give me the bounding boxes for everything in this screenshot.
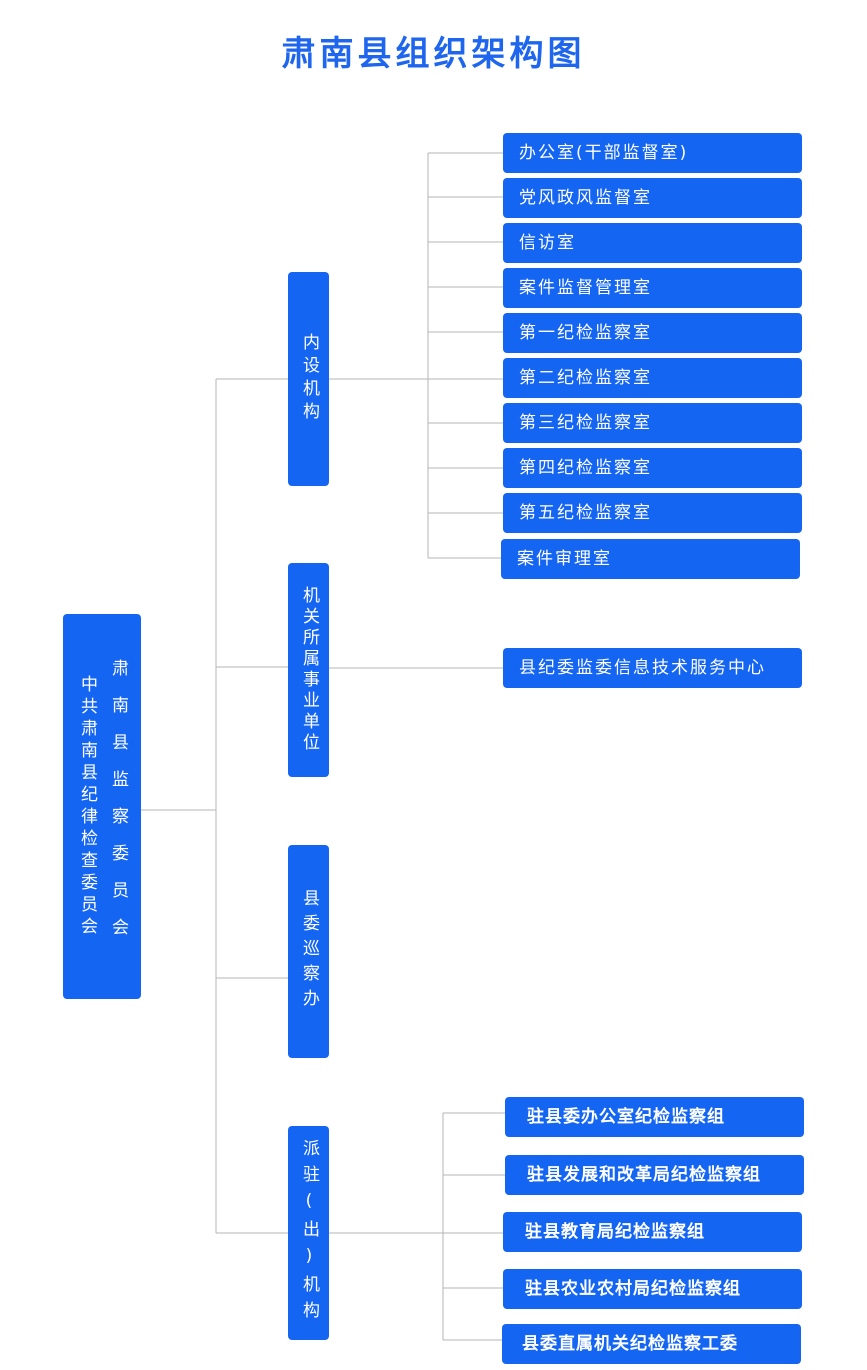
leaf-inspection-office-2: 第二纪检监察室 bbox=[503, 358, 802, 398]
node-inspection-office: 县委巡察办 bbox=[288, 845, 329, 1058]
leaf-petition-office: 信访室 bbox=[503, 223, 802, 263]
leaf-group-development-reform: 驻县发展和改革局纪检监察组 bbox=[505, 1155, 804, 1195]
leaf-group-agriculture: 驻县农业农村局纪检监察组 bbox=[503, 1269, 802, 1309]
node-label: 县委巡察办 bbox=[299, 889, 319, 1014]
node-label: 机关所属事业单位 bbox=[299, 586, 319, 754]
root-label-supervision-commission: 肃南县监察委员会 bbox=[108, 658, 128, 955]
leaf-inspection-office-5: 第五纪检监察室 bbox=[503, 493, 802, 533]
node-label: 内设机构 bbox=[299, 333, 319, 425]
node-internal-departments: 内设机构 bbox=[288, 272, 329, 486]
node-affiliated-institutions: 机关所属事业单位 bbox=[288, 563, 329, 777]
root-node: 肃南县监察委员会 中共肃南县纪律检查委员会 bbox=[63, 614, 141, 999]
leaf-it-service-center: 县纪委监委信息技术服务中心 bbox=[503, 648, 802, 688]
leaf-group-education: 驻县教育局纪检监察组 bbox=[503, 1212, 802, 1252]
leaf-case-review-office: 案件审理室 bbox=[501, 539, 800, 579]
chart-title: 肃南县组织架构图 bbox=[281, 34, 586, 74]
leaf-inspection-office-4: 第四纪检监察室 bbox=[503, 448, 802, 488]
root-label-discipline-commission: 中共肃南县纪律检查委员会 bbox=[77, 674, 97, 939]
leaf-party-style-office: 党风政风监督室 bbox=[503, 178, 802, 218]
leaf-directly-affiliated-work-committee: 县委直属机关纪检监察工委 bbox=[502, 1324, 801, 1364]
node-label: 派驻(出)机构 bbox=[299, 1139, 319, 1327]
node-dispatched-agencies: 派驻(出)机构 bbox=[288, 1126, 329, 1340]
leaf-inspection-office-3: 第三纪检监察室 bbox=[503, 403, 802, 443]
leaf-inspection-office-1: 第一纪检监察室 bbox=[503, 313, 802, 353]
leaf-group-county-office: 驻县委办公室纪检监察组 bbox=[505, 1097, 804, 1137]
leaf-case-management-office: 案件监督管理室 bbox=[503, 268, 802, 308]
leaf-office: 办公室(干部监督室) bbox=[503, 133, 802, 173]
